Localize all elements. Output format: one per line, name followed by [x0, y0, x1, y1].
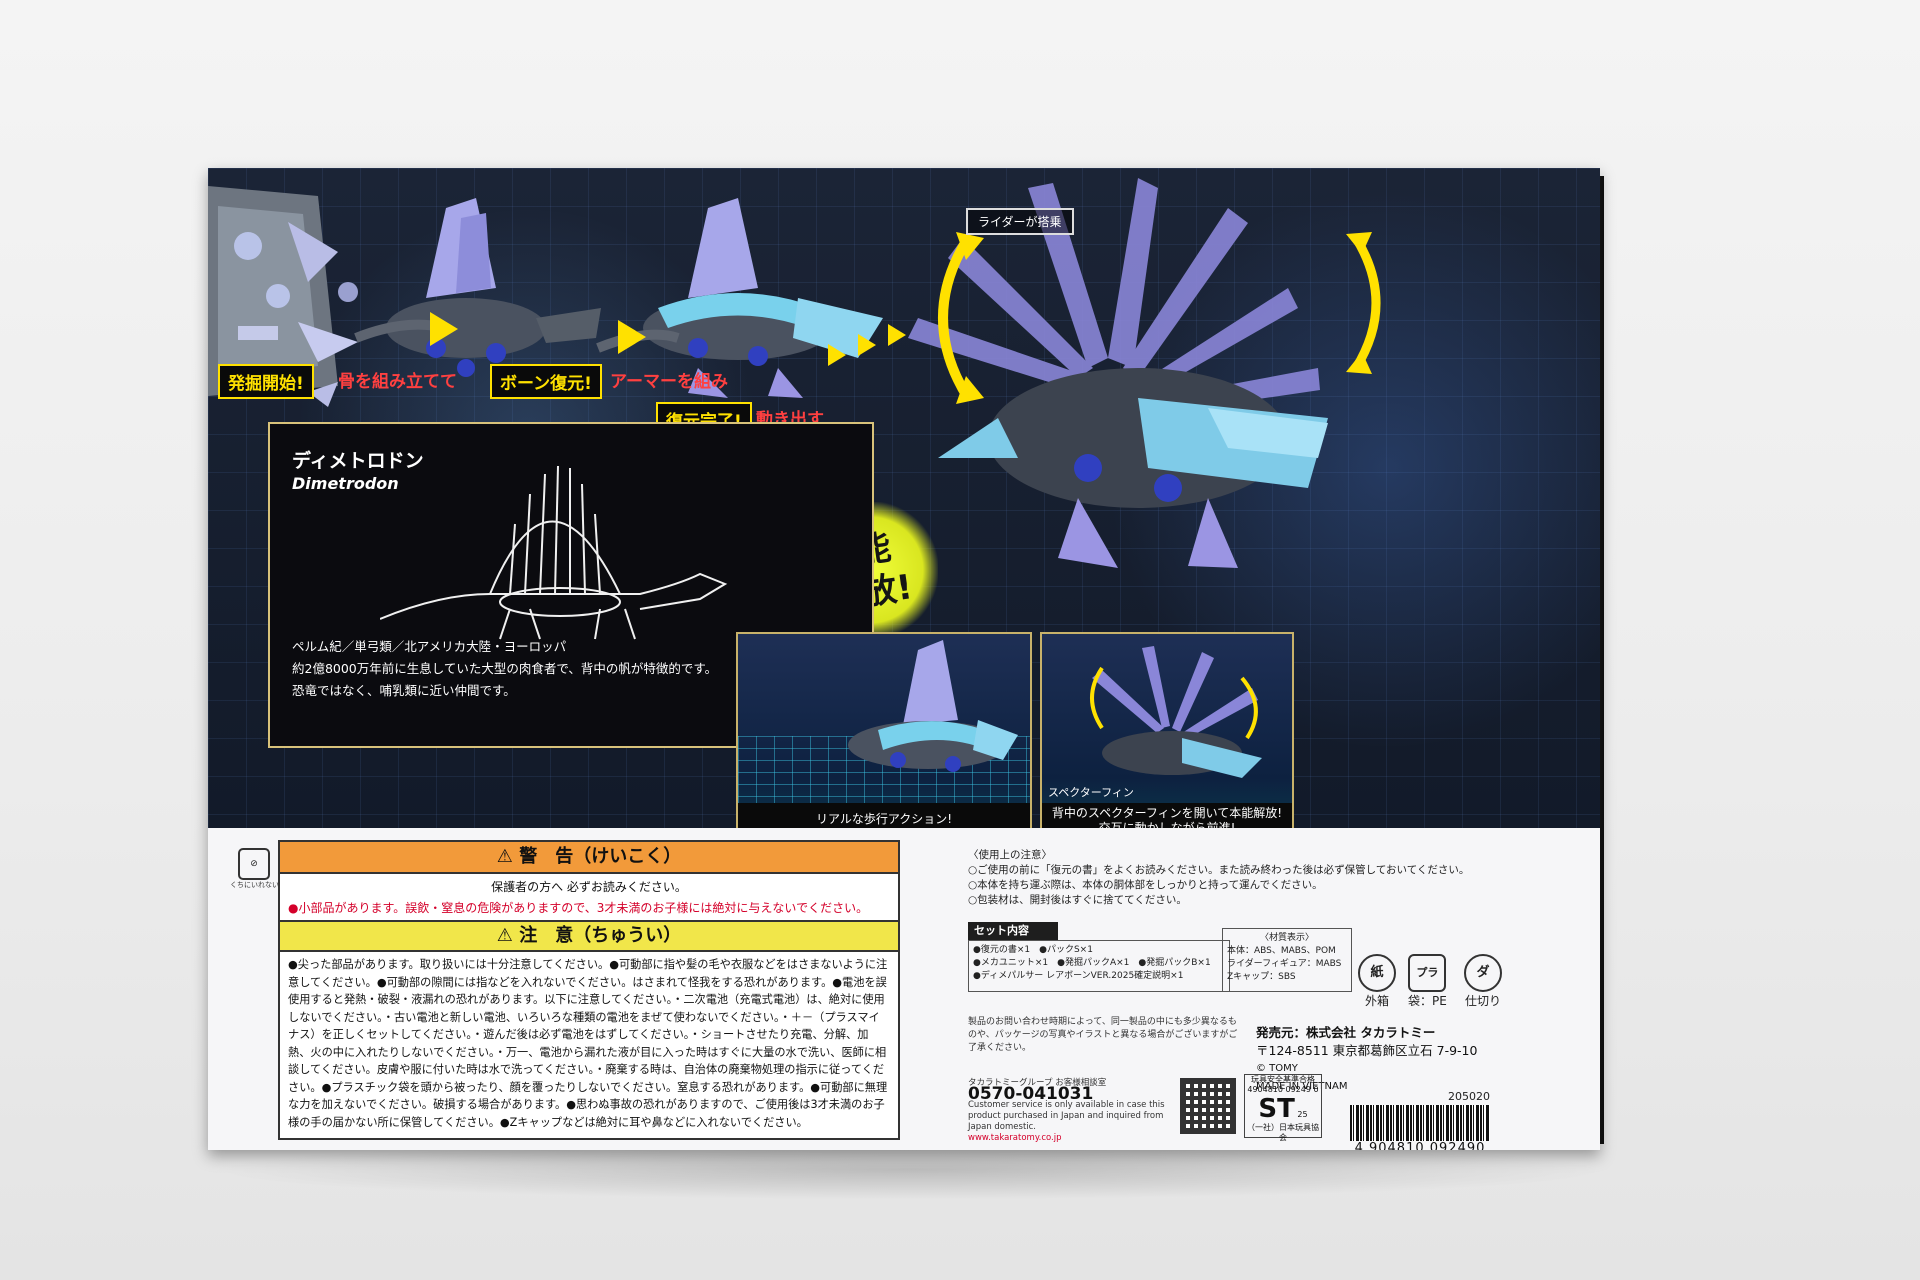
step-label-4: アーマーを組み [610, 372, 728, 392]
toy-safety-mark: 玩具安全基準合格 4904810 09249 0 ST 25 （一社）日本玩具協… [1244, 1074, 1322, 1142]
info-desc-line1: ペルム紀／単弓類／北アメリカ大陸・ヨーロッパ [292, 639, 567, 654]
warning-line2: ●小部品があります。誤飲・窒息の危険がありますので、3才未満のお子様には絶対に与… [288, 901, 869, 915]
cardboard-recycle-icon: ダ [1464, 954, 1502, 992]
st-number: 25 [1297, 1110, 1308, 1119]
arrow-step-1 [430, 312, 458, 346]
materials-header: 〈材質表示〉 [1259, 933, 1314, 943]
set-item-2: ●メカユニット×1 ●発掘パックA×1 ●発掘パックB×1 [973, 958, 1211, 968]
recycle-plastic: プラ 袋：PE [1408, 954, 1447, 1009]
usage-title: 〈使用上の注意〉 [968, 849, 1052, 861]
motion-arrow-right [1346, 232, 1381, 374]
motion-arrow-left [938, 232, 984, 404]
walking-action-thumbnail: リアルな歩行アクション! [736, 632, 1032, 842]
arrow-step-2 [618, 320, 646, 354]
rider-tag: ライダーが搭乗 [966, 208, 1074, 235]
specter-fin-illustration [1090, 646, 1262, 778]
artwork-panel: ライダーが搭乗 発掘開始! 骨を組み立てて ボーン復元! アーマーを組み 復元完… [208, 168, 1600, 842]
label-area: ⊘ くちにいれない ⚠ 警 告（けいこく） 保護者の方へ 必ずお読みください。 … [208, 828, 1600, 1150]
skeleton-illustration [380, 465, 728, 640]
safety-title: 玩具安全基準合格 [1251, 1075, 1315, 1084]
recycle-paper: 紙 外箱 [1358, 954, 1396, 1009]
info-title: ディメトロドン [292, 450, 424, 472]
thumb-caption-right-line1: 背中のスペクターフィンを開いて本能解放! [1051, 806, 1283, 820]
plastic-recycle-label: 袋：PE [1408, 994, 1447, 1008]
cardboard-recycle-label: 仕切り [1464, 994, 1501, 1008]
caution-body: ●尖った部品があります。取り扱いには十分注意してください。●可動部に指や髪の毛や… [288, 958, 888, 1129]
caution-header: ⚠ 注 意（ちゅうい） [280, 920, 898, 952]
set-item-3: ●ディメパルサー レアボーンVER.2025確定説明×1 [973, 971, 1184, 981]
contact-english: Customer service is only available in ca… [968, 1100, 1165, 1132]
qr-code [1180, 1078, 1236, 1134]
paper-recycle-label: 外箱 [1364, 994, 1389, 1008]
contact-group: タカラトミーグループ お客様相談室 [968, 1078, 1107, 1088]
barcode [1350, 1105, 1490, 1141]
thumb-caption-left-text: リアルな歩行アクション! [815, 812, 953, 826]
set-contents-box: ●復元の書×1 ●パックS×1 ●メカユニット×1 ●発掘パックA×1 ●発掘パ… [968, 940, 1230, 992]
material-line-2: ライダーフィギュア：MABS [1227, 959, 1342, 969]
product-box-back: ライダーが搭乗 発掘開始! 骨を組み立てて ボーン復元! アーマーを組み 復元完… [208, 168, 1600, 1150]
product-code: 205020 [1448, 1090, 1490, 1103]
step-label-1: 発掘開始! [218, 364, 314, 399]
product-notice: 製品のお問い合わせ時期によって、同一製品の中にも多少異なるものや、パッケージの写… [968, 1017, 1238, 1053]
contact-phone: 0570-041031 [968, 1084, 1094, 1104]
arrow-step-3b [858, 334, 876, 356]
warning-line1: 保護者の方へ 必ずお読みください。 [491, 880, 687, 894]
usage-notes: 〈使用上の注意〉 ○ご使用の前に「復元の書」をよくお読みください。また読み終わっ… [968, 848, 1528, 908]
info-desc-line3: 恐竜ではなく、哺乳類に近い仲間です。 [292, 683, 516, 698]
st-mark: ST [1258, 1094, 1295, 1124]
usage-item-3: ○包装材は、開封後はすぐに捨ててください。 [968, 894, 1187, 906]
hero-model-illustration [908, 178, 1328, 568]
no-mouth-icon: ⊘ [238, 848, 270, 880]
maker-label: 発売元：株式会社 タカラトミー [1256, 1025, 1436, 1040]
material-line-3: Zキャップ：SBS [1227, 972, 1296, 982]
maker-copyright: © TOMY [1256, 1063, 1298, 1074]
no-mouth-label: くちにいれない [230, 881, 279, 889]
material-line-1: 本体：ABS、MABS、POM [1227, 946, 1336, 956]
safety-code: 4904810 09249 0 [1247, 1085, 1319, 1094]
warning-header: ⚠ 警 告（けいこく） [280, 842, 898, 874]
usage-item-2: ○本体を持ち運ぶ際は、本体の胴体部をしっかりと持って運んでください。 [968, 879, 1323, 891]
safety-association: （一社）日本玩具協会 [1247, 1123, 1319, 1142]
specter-fin-thumbnail: スペクターフィン 背中のスペクターフィンを開いて本能解放! 交互に動かしながら前… [1040, 632, 1294, 842]
contact-url: www.takaratomy.co.jp [968, 1133, 1062, 1143]
barcode-number: 4 904810 092490 [1354, 1141, 1486, 1150]
set-contents-header: セット内容 [968, 922, 1058, 940]
set-item-1: ●復元の書×1 ●パックS×1 [973, 945, 1093, 955]
step-label-3: ボーン復元! [490, 364, 602, 399]
barcode-block: 205020 4 904810 092490 [1350, 1090, 1490, 1150]
warning-box: ⚠ 警 告（けいこく） 保護者の方へ 必ずお読みください。 ●小部品があります。… [278, 840, 900, 1140]
step-label-2: 骨を組み立てて [338, 372, 457, 392]
paper-recycle-icon: 紙 [1358, 954, 1396, 992]
plastic-recycle-icon: プラ [1408, 954, 1447, 992]
maker-origin: MADE IN VIETNAM [1256, 1081, 1348, 1092]
walking-model-illustration [848, 640, 1018, 772]
box-shadow [210, 1140, 1610, 1200]
arrow-step-3c [888, 324, 906, 346]
recycle-cardboard: ダ 仕切り [1464, 954, 1502, 1009]
customer-contact: タカラトミーグループ お客様相談室 0570-041031 Customer s… [968, 1078, 1178, 1144]
loose-parts [288, 222, 358, 407]
info-desc-line2: 約2億8000万年前に生息していた大型の肉食者で、背中の帆が特徴的です。 [292, 661, 718, 676]
specter-fin-label: スペクターフィン [1048, 786, 1134, 799]
maker-address: 〒124-8511 東京都葛飾区立石 7-9-10 [1256, 1043, 1478, 1058]
usage-item-1: ○ご使用の前に「復元の書」をよくお読みください。また読み終わった後は必ず保管して… [968, 864, 1470, 876]
info-subtitle: Dimetrodon [292, 474, 399, 493]
manufacturer-info: 発売元：株式会社 タカラトミー 〒124-8511 東京都葛飾区立石 7-9-1… [1256, 1024, 1477, 1096]
arrow-step-3a [828, 344, 846, 366]
materials-box: 〈材質表示〉 本体：ABS、MABS、POM ライダーフィギュア：MABS Zキ… [1222, 928, 1352, 992]
